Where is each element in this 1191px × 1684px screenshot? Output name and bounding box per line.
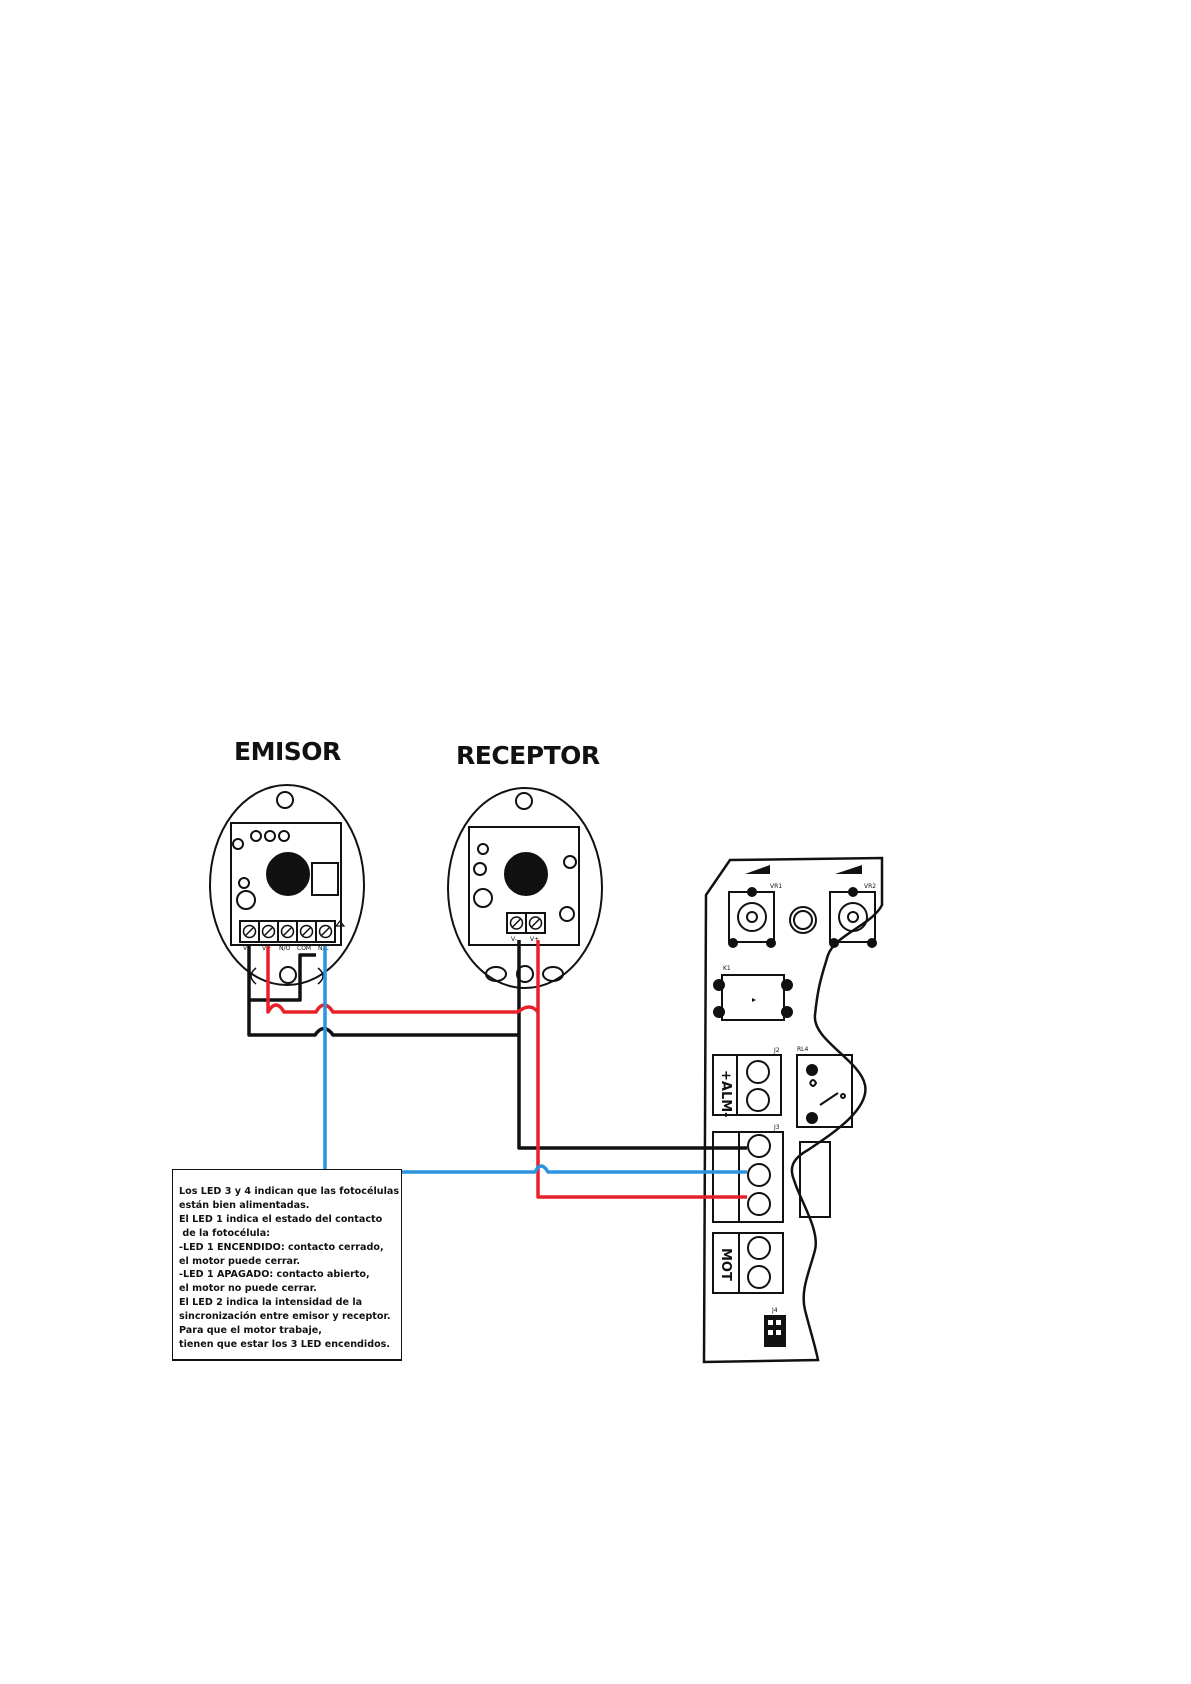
receptor-photocell xyxy=(447,787,603,989)
receptor-terminal-labels: V- V+ xyxy=(511,936,539,943)
note-line: -LED 1 APAGADO: contacto abierto, xyxy=(179,1269,370,1281)
vr1-knob xyxy=(737,902,767,932)
note-line: El LED 1 indica el estado del contacto xyxy=(179,1213,383,1225)
note-line: de la fotocélula: xyxy=(179,1227,271,1239)
note-line: Para que el motor trabaje, xyxy=(179,1325,322,1337)
note-line: están bien alimentadas. xyxy=(179,1199,310,1211)
emisor-lens xyxy=(266,852,310,896)
receptor-title: RECEPTOR xyxy=(456,741,600,770)
receptor-led-icon xyxy=(473,862,487,876)
j3-photocell-connector xyxy=(712,1131,784,1223)
j2-label: J2 xyxy=(773,1047,780,1054)
k1-label: K1 xyxy=(723,965,731,972)
receptor-mount-hole-bottom xyxy=(516,965,534,983)
vr2-label: VR2 xyxy=(864,883,876,890)
wire-red xyxy=(536,940,747,1199)
led-info-note: Los LED 3 y 4 indican que las fotocélula… xyxy=(172,1169,402,1361)
board-outline xyxy=(702,856,884,1364)
j4-mot-connector xyxy=(712,1232,784,1294)
j4-label: J4 xyxy=(771,1307,778,1314)
note-line: el motor no puede cerrar. xyxy=(179,1283,317,1295)
receptor-mount-hole-top xyxy=(515,792,533,810)
emisor-led-icon xyxy=(264,830,276,842)
receptor-led-icon xyxy=(559,906,575,922)
note-line: tienen que estar los 3 LED encendidos. xyxy=(179,1338,391,1350)
wire-red xyxy=(266,946,540,1014)
k1-button xyxy=(721,974,785,1021)
emisor-led-icon xyxy=(236,890,256,910)
mot-label: MOT xyxy=(718,1248,733,1281)
emisor-terminal-label: N/O xyxy=(279,945,291,952)
receptor-terminal-label: V- xyxy=(511,936,517,943)
wire-blue xyxy=(323,946,747,1174)
receptor-led-icon xyxy=(563,855,577,869)
note-line: sincronización entre emisor y receptor. xyxy=(179,1311,391,1323)
vr1-label: VR1 xyxy=(770,883,782,890)
emisor-led-icon xyxy=(278,830,290,842)
note-line: el motor puede cerrar. xyxy=(179,1255,301,1267)
emisor-photocell xyxy=(209,784,365,986)
emisor-mount-hole-bottom xyxy=(279,966,297,984)
wire-black xyxy=(247,946,316,1002)
alm-label: +ALM- xyxy=(718,1070,733,1118)
emisor-led-icon xyxy=(232,838,244,850)
receptor-slot xyxy=(542,966,564,982)
rl4-label: RL4 xyxy=(797,1046,809,1053)
receptor-slot xyxy=(485,966,507,982)
emisor-mount-hole-top xyxy=(276,791,294,809)
emisor-relay xyxy=(311,862,339,896)
emisor-led-icon xyxy=(250,830,262,842)
j3-label: J3 xyxy=(773,1124,780,1131)
note-line: Los LED 3 y 4 indican que las fotocélula… xyxy=(179,1186,400,1197)
board-labels: VR1 VR2 K1 J2 RL4 J3 J4 +ALM- MOT xyxy=(718,883,876,1314)
receptor-led-icon xyxy=(477,843,489,855)
note-line: -LED 1 ENCENDIDO: contacto cerrado, xyxy=(179,1241,384,1253)
emisor-title: EMISOR xyxy=(234,737,341,766)
emisor-terminal-label: V- xyxy=(243,945,249,952)
control-board xyxy=(702,856,884,1364)
emisor-terminal-label: COM xyxy=(297,945,311,952)
emisor-led-icon xyxy=(238,877,250,889)
note-line: El LED 2 indica la intensidad de la xyxy=(179,1297,363,1309)
receptor-led-icon xyxy=(473,888,493,908)
j2-alm-connector xyxy=(712,1054,782,1116)
receptor-lens xyxy=(504,852,548,896)
rl4-relay xyxy=(796,1054,853,1128)
board-led-icon xyxy=(789,906,817,934)
receptor-terminal-label: V+ xyxy=(530,936,539,943)
wire-black xyxy=(247,1000,519,1037)
wires xyxy=(247,940,747,1199)
vr2-knob xyxy=(838,902,868,932)
